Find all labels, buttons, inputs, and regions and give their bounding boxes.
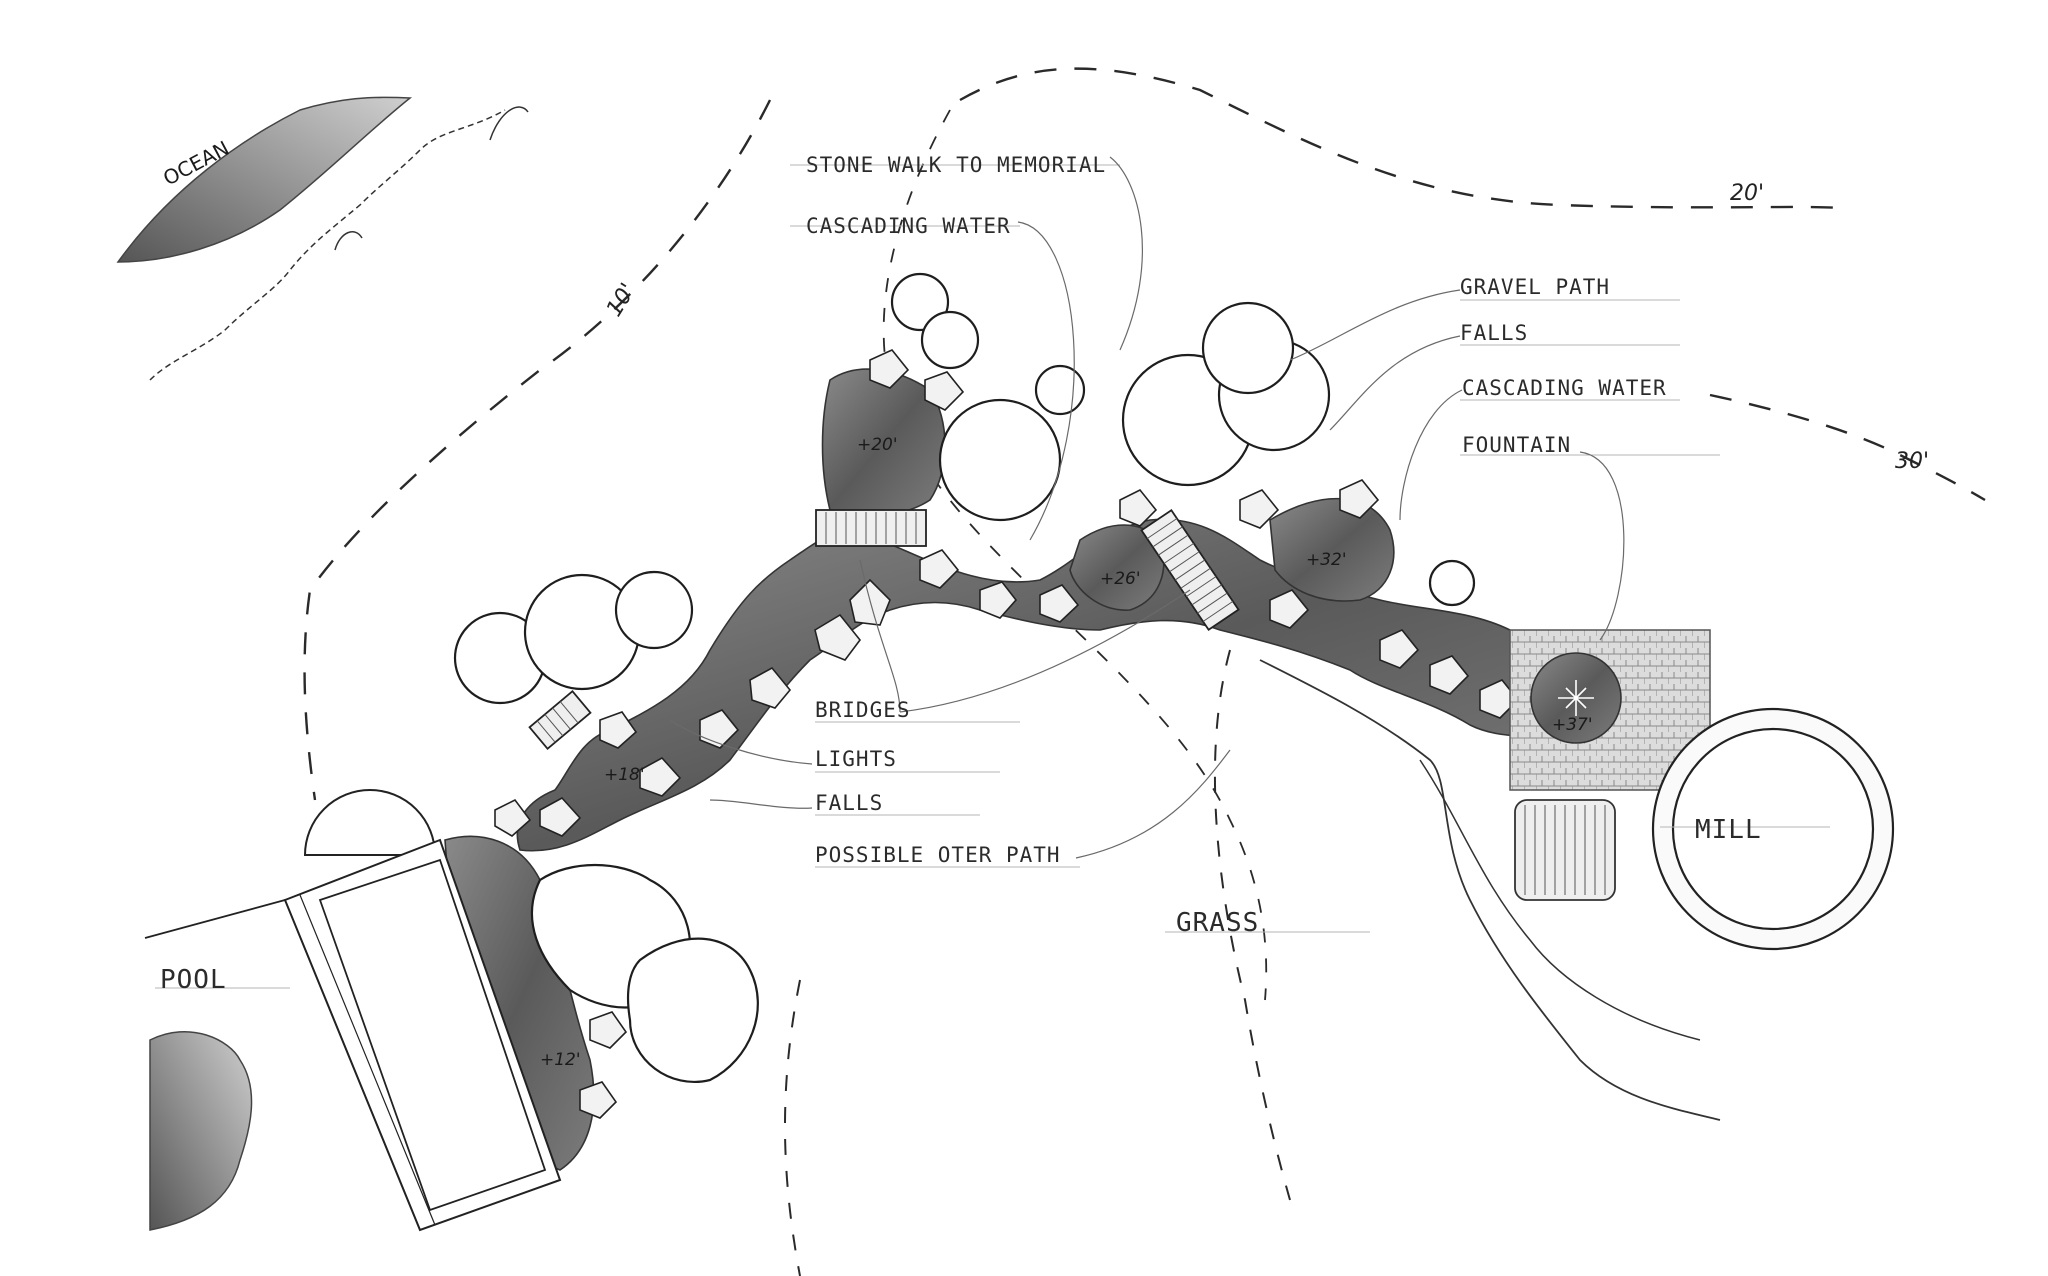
label-bridges: BRIDGES xyxy=(815,698,911,722)
bridge-3 xyxy=(528,690,592,750)
trees xyxy=(453,272,1476,1083)
label-lights: LIGHTS xyxy=(815,747,897,771)
label-pool: POOL xyxy=(160,965,227,995)
label-stone-walk: STONE WALK TO MEMORIAL xyxy=(806,153,1106,177)
contour-10 xyxy=(303,99,772,801)
label-gravel-path: GRAVEL PATH xyxy=(1460,275,1610,299)
label-cascading-water-right: CASCADING WATER xyxy=(1462,376,1667,400)
contour-lines: 10' 20' 30' xyxy=(303,67,1986,1001)
contour-20-label: 20' xyxy=(1730,181,1764,206)
pool-house xyxy=(144,789,562,1232)
label-cascading-water-left: CASCADING WATER xyxy=(806,214,1011,238)
rocks xyxy=(494,349,1560,1119)
path-lines xyxy=(784,649,1721,1276)
label-possible-outer-path: POSSIBLE OTER PATH xyxy=(815,843,1061,867)
bridge-2 xyxy=(1140,508,1240,632)
ocean-area: OCEAN xyxy=(116,96,529,381)
contour-10-label: 10' xyxy=(602,279,641,321)
elevation-37: +37' xyxy=(1552,715,1593,735)
label-fountain: FOUNTAIN xyxy=(1462,433,1571,457)
elevation-12: +12' xyxy=(540,1050,581,1070)
mill-inner xyxy=(1671,727,1875,931)
bridges xyxy=(528,508,1240,750)
annotation-labels: STONE WALK TO MEMORIAL CASCADING WATER G… xyxy=(160,153,1762,995)
contour-30 xyxy=(1709,393,1986,502)
label-grass: GRASS xyxy=(1176,908,1259,938)
label-mill: MILL xyxy=(1695,815,1762,845)
elevation-26: +26' xyxy=(1100,569,1141,589)
elevation-18: +18' xyxy=(604,765,645,785)
bridge-1 xyxy=(815,509,927,547)
label-falls-bottom: FALLS xyxy=(815,791,883,815)
contour-mid xyxy=(882,109,1268,1001)
leader-lines xyxy=(155,156,1830,989)
elevation-markers: +20' +26' +32' +18' +37' +12' xyxy=(540,435,1593,1070)
stream-channel xyxy=(444,368,1582,1171)
contour-20 xyxy=(959,67,1841,210)
fountain-and-mill xyxy=(1509,629,1895,951)
elevation-20: +20' xyxy=(857,435,898,455)
contour-30-label: 30' xyxy=(1895,449,1929,474)
label-falls-top: FALLS xyxy=(1460,321,1528,345)
elevation-32: +32' xyxy=(1306,550,1347,570)
